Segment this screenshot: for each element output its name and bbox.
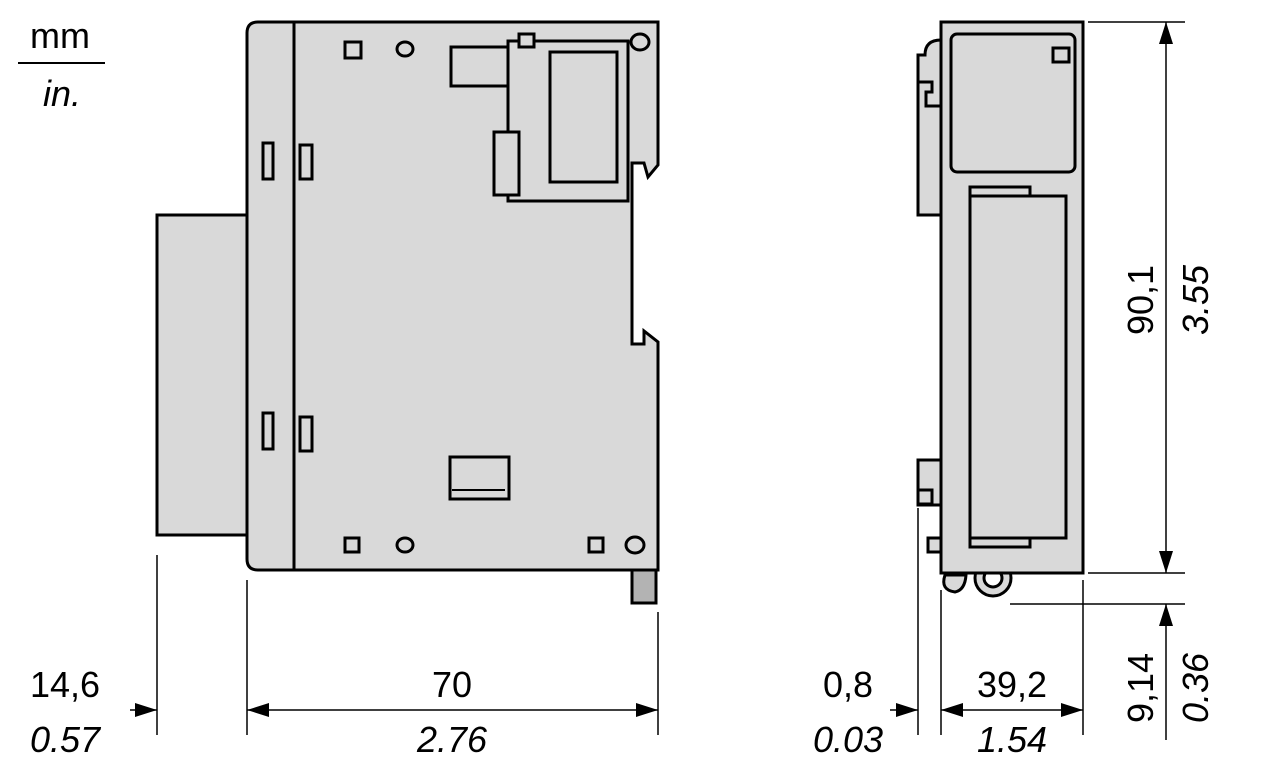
dim-side-left-in: 0.57 (30, 719, 102, 760)
dimension-labels: 14,6 0.57 70 2.76 0,8 0.03 39,2 1.54 90,… (30, 264, 1216, 760)
clip-square (916, 488, 934, 506)
dim-width-mm: 39,2 (977, 664, 1047, 705)
mount-hole (624, 535, 646, 555)
slot (261, 141, 275, 181)
dim-side-left-mm: 14,6 (30, 664, 100, 705)
unit-legend: mm in. (18, 15, 105, 114)
dim-rail-offset-mm: 9,14 (1120, 653, 1161, 723)
unit-mm: mm (30, 15, 90, 56)
dim-depth-in: 2.76 (416, 719, 488, 760)
front-view-device (916, 20, 1085, 598)
side-bottom-tab (630, 566, 658, 605)
dim-depth-mm: 70 (432, 664, 472, 705)
front-panel (949, 32, 1077, 174)
side-view-device (155, 20, 660, 605)
side-connector (448, 455, 511, 501)
side-body (245, 20, 660, 572)
module-window (548, 50, 619, 184)
mount-square (343, 40, 363, 60)
io-connector (968, 194, 1068, 540)
dim-front-offset-mm: 0,8 (823, 664, 873, 705)
clip-square (926, 536, 943, 554)
slot (298, 143, 314, 181)
top-clip (916, 38, 943, 217)
slot (298, 415, 314, 453)
dim-height-in: 3.55 (1175, 264, 1216, 335)
rail-foot (942, 573, 968, 594)
side-connector-block (155, 213, 249, 537)
dim-front-offset-in: 0.03 (813, 719, 883, 760)
module-latch (492, 130, 521, 197)
unit-in: in. (43, 73, 81, 114)
module-tab (517, 32, 536, 49)
led-indicator (1051, 46, 1071, 64)
top-clip-notch (918, 80, 941, 108)
mount-hole (629, 32, 651, 52)
dimension-lines (130, 22, 1173, 740)
mount-hole (395, 536, 415, 554)
mount-square (587, 536, 605, 554)
dim-rail-offset-in: 0.36 (1175, 652, 1216, 723)
dim-height-mm: 90,1 (1120, 265, 1161, 335)
extension-lines (156, 21, 1185, 735)
mount-hole (395, 40, 415, 58)
slot (261, 411, 275, 451)
dim-width-in: 1.54 (977, 719, 1047, 760)
mount-square (343, 536, 361, 554)
